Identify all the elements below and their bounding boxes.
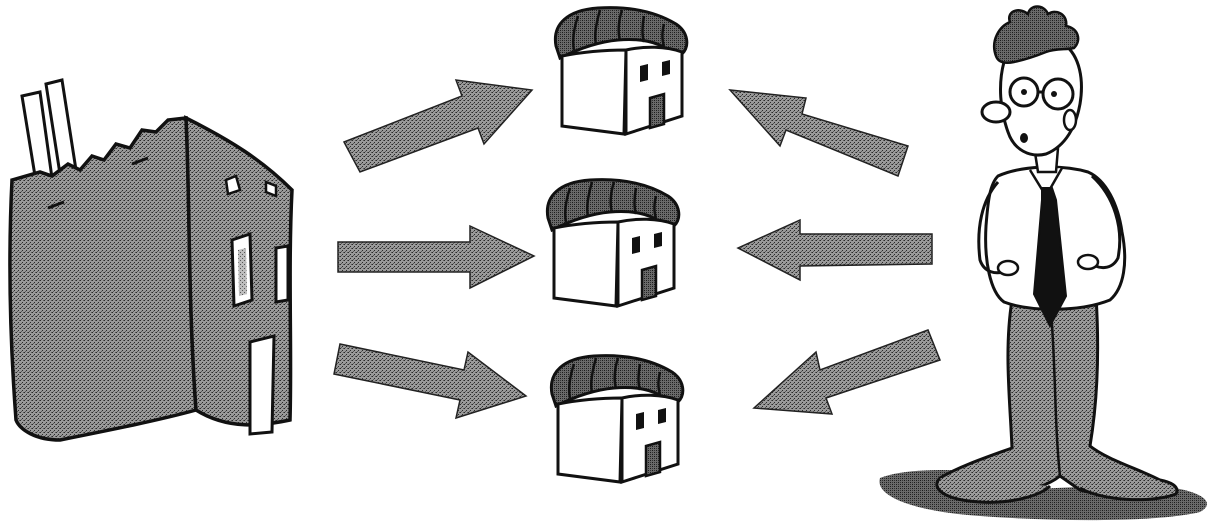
arrow-factory-to-house-bottom bbox=[334, 344, 526, 418]
house-top-illustration bbox=[555, 8, 686, 134]
house-middle-illustration bbox=[547, 180, 678, 306]
house-bottom-illustration bbox=[551, 356, 682, 482]
arrow-factory-to-house-middle bbox=[338, 226, 534, 288]
arrow-person-to-house-top bbox=[730, 90, 908, 176]
arrow-factory-to-house-top bbox=[344, 80, 532, 172]
arrow-person-to-house-bottom bbox=[754, 330, 940, 414]
factory-illustration bbox=[10, 80, 292, 440]
arrow-person-to-house-middle bbox=[738, 220, 932, 280]
